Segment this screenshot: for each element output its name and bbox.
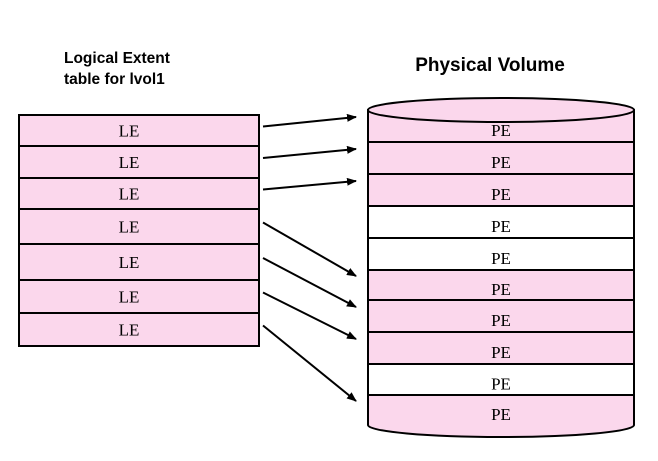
pe-label: PE: [491, 280, 511, 299]
mapping-arrow: [262, 291, 357, 340]
le-table-title-line1: Logical Extent: [64, 50, 170, 67]
pe-label: PE: [491, 249, 511, 268]
le-label: LE: [119, 218, 140, 237]
le-table-title-line2: table for lvol1: [64, 71, 165, 88]
pe-label: PE: [491, 121, 511, 140]
le-cell: [18, 279, 260, 314]
pe-label: PE: [491, 217, 511, 236]
mapping-arrow: [262, 113, 357, 128]
pe-band: [367, 394, 635, 438]
mapping-arrow: [262, 324, 357, 402]
le-row: LE: [18, 243, 260, 281]
mapping-arrow: [262, 221, 357, 277]
le-row: LE: [18, 279, 260, 314]
le-label: LE: [119, 288, 140, 307]
mapping-arrow: [262, 257, 357, 308]
logical-extent-table: LE LE LE LE LE LE LE: [18, 114, 260, 347]
le-cell: [18, 114, 260, 147]
le-label: LE: [119, 185, 140, 204]
le-row: LE: [18, 208, 260, 245]
mapping-arrow: [262, 145, 357, 159]
le-row: LE: [18, 145, 260, 179]
le-cell: [18, 312, 260, 347]
pe-label: PE: [491, 311, 511, 330]
pv-top-cap: [367, 97, 635, 123]
le-row: LE: [18, 114, 260, 147]
pe-label: PE: [491, 405, 511, 424]
extent-mappings: [262, 113, 357, 402]
le-label: LE: [119, 253, 140, 272]
le-row: LE: [18, 177, 260, 210]
le-label: LE: [119, 122, 140, 141]
physical-volume-title: Physical Volume: [415, 55, 565, 76]
pe-label: PE: [491, 185, 511, 204]
pe-label: PE: [491, 343, 511, 362]
physical-volume-cylinder: PE PE PE PE PE PE PE PE PE PE: [367, 97, 635, 438]
pe-extent: [367, 394, 635, 438]
le-cell: [18, 208, 260, 245]
mapping-arrow: [262, 177, 357, 191]
le-label: LE: [119, 321, 140, 340]
le-label: LE: [119, 153, 140, 172]
pe-label: PE: [491, 375, 511, 394]
pe-label: PE: [491, 153, 511, 172]
le-row: LE: [18, 312, 260, 347]
